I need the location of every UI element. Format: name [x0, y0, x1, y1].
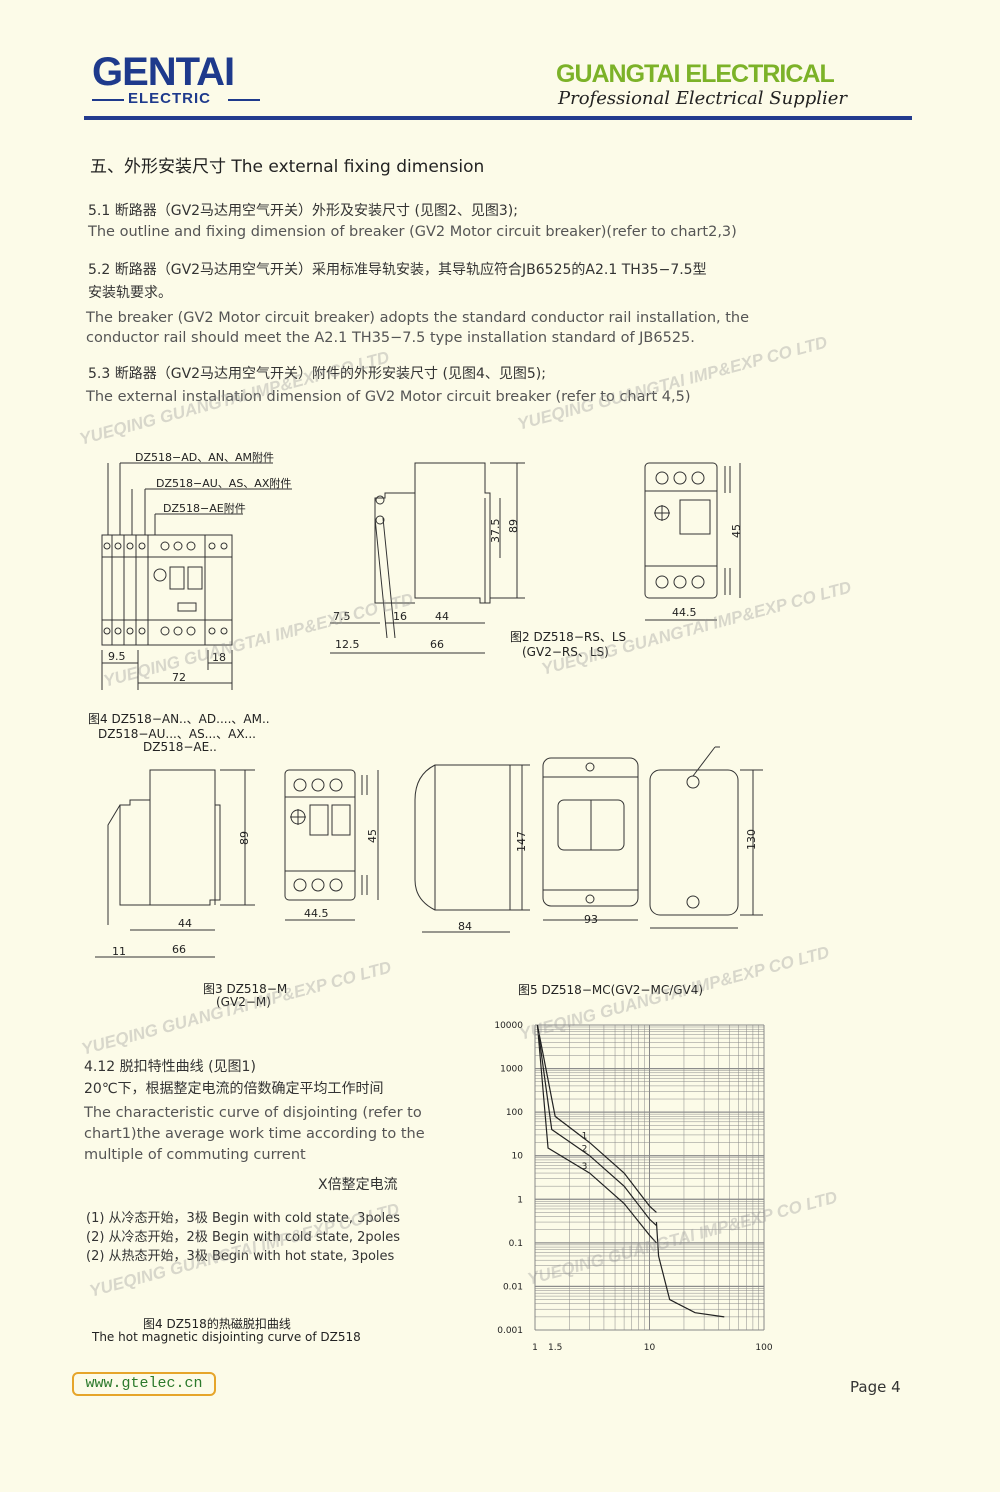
legend-item-3: (2) 从热态开始，3极 Begin with hot state, 3pole… — [86, 1249, 395, 1264]
fig2-dim: 12.5 — [335, 638, 360, 651]
header-rule — [84, 116, 912, 120]
fig2-dim: 44 — [435, 610, 449, 623]
item-5-2-cn: 5.2 断路器（GV2马达用空气开关）采用标准导轨安装，其导轨应符合JB6525… — [88, 262, 707, 278]
x-tick-label: 10 — [644, 1343, 656, 1353]
curve-caption-cn: 图4 DZ518的热磁脱扣曲线 — [143, 1317, 291, 1331]
figure-5-front-drawing: 93 — [542, 757, 639, 926]
x-tick-label: 1.5 — [548, 1343, 562, 1353]
item-5-3-en: The external installation dimension of G… — [86, 389, 691, 405]
fig5-dim: 130 — [745, 829, 758, 850]
fig2-caption-1: 图2 DZ518−RS、LS — [510, 630, 627, 644]
series-label: 3 — [582, 1162, 588, 1172]
legend-item-2: (2) 从冷态开始，2极 Begin with cold state, 2pol… — [86, 1230, 400, 1245]
item-5-2-en-cont: conductor rail should meet the A2.1 TH35… — [86, 330, 695, 346]
y-tick-label: 10000 — [494, 1021, 523, 1031]
fig2-dim: 16 — [393, 610, 407, 623]
figure-3-side-drawing: 89 44 11 66 — [95, 769, 255, 958]
fig4-caption-2: DZ518−AU...、AS...、AX... — [98, 727, 256, 741]
fig5-dim: 84 — [458, 920, 472, 933]
x-tick-label: 100 — [755, 1343, 772, 1353]
fig3-front-dim: 44.5 — [304, 907, 329, 920]
logo-subtitle: ELECTRIC — [128, 90, 211, 107]
watermark: YUEQING GUANGTAI IMP&EXP CO LTD — [515, 332, 830, 434]
figure-4-drawing: DZ518−AD、AN、AM附件 DZ518−AU、AS、AX附件 DZ518−… — [101, 450, 292, 690]
fig4-label-ad: DZ518−AD、AN、AM附件 — [135, 450, 274, 464]
item-5-2-en: The breaker (GV2 Motor circuit breaker) … — [86, 310, 750, 326]
fig2-dim: 7.5 — [333, 610, 351, 623]
series-line-1 — [536, 1024, 657, 1213]
y-tick-label: 100 — [506, 1108, 523, 1118]
item-5-3-cn: 5.3 断路器（GV2马达用空气开关）附件的外形安装尺寸 (见图4、见图5); — [88, 366, 546, 382]
company-name: GUANGTAI ELECTRICAL — [556, 60, 835, 88]
figure-3-front-drawing: 45 44.5 — [284, 769, 379, 921]
logo-divider — [92, 99, 124, 101]
fig4-caption-1: 图4 DZ518−AN..、AD....、AM.. — [88, 712, 270, 726]
series-label: 1 — [582, 1132, 588, 1142]
fig4-label-au: DZ518−AU、AS、AX附件 — [156, 476, 291, 490]
chart-x-ticks: 1 1.5 10 100 — [532, 1343, 773, 1353]
curve-desc-2: chart1)the average work time according t… — [84, 1126, 425, 1142]
chart-grid — [534, 1024, 765, 1331]
fig4-dim: 72 — [172, 671, 186, 684]
fig2-front-dim: 45 — [730, 524, 743, 538]
item-5-1-cn: 5.1 断路器（GV2马达用空气开关）外形及安装尺寸 (见图2、见图3); — [88, 203, 518, 219]
fig5-dim: 93 — [584, 913, 598, 926]
y-tick-label: 1 — [517, 1195, 523, 1205]
y-tick-label: 0.001 — [497, 1326, 523, 1336]
fig4-dim: 9.5 — [108, 650, 126, 663]
legend-item-1: (1) 从冷态开始，3极 Begin with cold state, 3pol… — [86, 1211, 400, 1226]
item-5-2-cn-cont: 安装轨要求。 — [88, 285, 172, 301]
logo-divider — [228, 99, 260, 101]
fig2-dim: 89 — [507, 519, 520, 533]
fig5-caption: 图5 DZ518−MC(GV2−MC/GV4) — [518, 983, 704, 997]
website-link[interactable]: www.gtelec.cn — [72, 1372, 216, 1396]
logo: GENTAI — [92, 50, 235, 94]
instant-trip-tail — [655, 1222, 725, 1318]
y-tick-label: 1000 — [500, 1065, 523, 1075]
y-tick-label: 10 — [512, 1152, 524, 1162]
fig3-dim: 11 — [112, 945, 126, 958]
figure-2-front-drawing: 45 44.5 — [644, 462, 743, 621]
tripping-curve-chart: 10000 1000 100 10 1 0.1 0.01 0.001 1 1.5 10 100 1 2… — [494, 1021, 773, 1353]
curve-title: 4.12 脱扣特性曲线 (见图1) — [84, 1059, 256, 1075]
y-tick-label: 0.1 — [509, 1239, 523, 1249]
series-line-2 — [536, 1024, 657, 1226]
series-label: 2 — [582, 1145, 588, 1155]
curve-desc-3: multiple of commuting current — [84, 1147, 306, 1163]
fig4-dim: 18 — [212, 651, 226, 664]
section-title: 五、外形安装尺寸 The external fixing dimension — [90, 157, 485, 177]
curve-subtitle: 20℃下，根据整定电流的倍数确定平均工作时间 — [84, 1081, 384, 1097]
y-tick-label: 0.01 — [503, 1282, 523, 1292]
fig3-dim: 66 — [172, 943, 186, 956]
curve-axis-label: X倍整定电流 — [318, 1177, 398, 1193]
item-5-1-en: The outline and fixing dimension of brea… — [88, 224, 737, 240]
fig4-caption-3: DZ518−AE.. — [143, 740, 217, 754]
fig3-front-dim: 45 — [366, 829, 379, 843]
curve-desc-1: The characteristic curve of disjointing … — [84, 1105, 422, 1121]
chart-y-ticks: 10000 1000 100 10 1 0.1 0.01 0.001 — [494, 1021, 523, 1336]
fig3-caption-1: 图3 DZ518−M — [203, 982, 288, 996]
fig5-dim: 147 — [515, 831, 528, 852]
fig2-caption-2: (GV2−RS、LS) — [522, 645, 609, 659]
x-tick-label: 1 — [532, 1343, 538, 1353]
figure-2-side-drawing: 89 37.5 7.5 16 44 12.5 66 — [330, 462, 525, 654]
fig3-caption-2: (GV2−M) — [216, 995, 271, 1009]
fig2-dim: 66 — [430, 638, 444, 651]
fig3-dim: 44 — [178, 917, 192, 930]
fig3-dim: 89 — [238, 831, 251, 845]
fig4-label-ae: DZ518−AE附件 — [163, 501, 246, 515]
curve-caption-en: The hot magnetic disjointing curve of DZ… — [92, 1330, 361, 1344]
series-line-3 — [536, 1024, 657, 1244]
chart-curves: 1 2 3 — [536, 1024, 725, 1318]
figure-5-back-drawing: 130 — [649, 746, 763, 929]
fig2-front-dim: 44.5 — [672, 606, 697, 619]
page-number: Page 4 — [850, 1378, 901, 1396]
fig2-dim: 37.5 — [489, 519, 502, 544]
company-tagline: Professional Electrical Supplier — [558, 88, 847, 109]
figure-5-side-drawing: 147 84 — [414, 764, 530, 933]
